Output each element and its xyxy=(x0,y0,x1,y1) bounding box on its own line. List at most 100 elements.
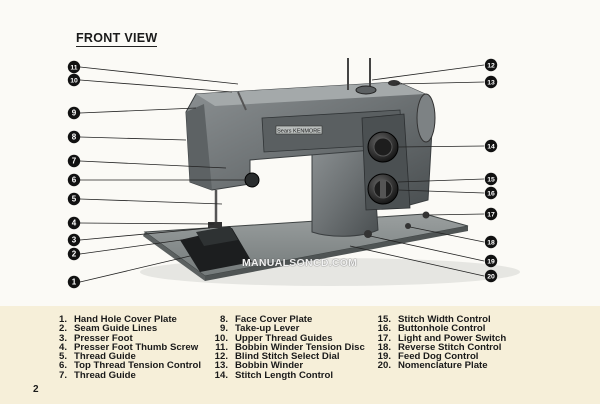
legend-item-label: Nomenclature Plate xyxy=(398,360,488,372)
legend-item: 16.Buttonhole Control xyxy=(368,323,506,335)
legend-item-number: 13. xyxy=(214,360,228,372)
callout-layer: 11 10 9 8 7 6 5 4 3 2 1 12 13 14 15 16 17 18 19 20 xyxy=(67,58,498,289)
legend-item-number: 2. xyxy=(58,323,67,335)
legend-item-number: 10. xyxy=(214,332,228,344)
legend-item-label: Feed Dog Control xyxy=(398,351,479,363)
legend-item: 20. Nomenclature Plate xyxy=(368,360,506,372)
callout-number: 1 xyxy=(72,278,77,287)
presser-foot xyxy=(208,222,222,228)
sewing-machine-illustration: Sears KENMORE xyxy=(140,58,520,286)
legend-item-label: Presser Foot Thumb Screw xyxy=(74,341,199,353)
callout-number: 11 xyxy=(70,65,77,72)
page-title: FRONT VIEW xyxy=(76,31,158,47)
callout-marker xyxy=(484,269,498,283)
callout-number: 10 xyxy=(70,78,78,85)
callout-number: 14 xyxy=(487,144,495,151)
legend-item-label: Thread Guide xyxy=(74,369,136,381)
legend-item: 9.Take-up Lever xyxy=(205,323,365,335)
callout-number: 12 xyxy=(487,63,495,70)
legend-item: 10. Upper Thread Guides xyxy=(205,332,365,344)
legend-item-number: 18. xyxy=(377,341,391,353)
base-plate-edge xyxy=(143,232,205,281)
face-cover-plate xyxy=(186,104,212,190)
callout-number: 13 xyxy=(487,80,495,87)
bobbin-winder xyxy=(388,80,400,86)
legend-item: 8.Face Cover Plate xyxy=(205,314,365,325)
legend-item-label: Bobbin Winder xyxy=(235,360,304,372)
legend-item-label: Take-up Lever xyxy=(235,323,300,335)
legend-item-number: 6. xyxy=(58,360,67,372)
callout-number: 20 xyxy=(487,274,495,281)
callout-marker xyxy=(484,186,498,200)
legend-item-label: Thread Guide xyxy=(74,351,136,363)
callout-marker xyxy=(484,254,498,268)
take-up-lever xyxy=(237,91,247,111)
legend-item: 1.Hand Hole Cover Plate xyxy=(44,314,201,325)
legend-item: 13. Bobbin Winder xyxy=(205,360,365,372)
legend-item-label: Stitch Width Control xyxy=(398,314,491,325)
callout-number: 17 xyxy=(487,212,495,219)
light-power-switch xyxy=(422,211,430,219)
legend-item-number: 11. xyxy=(215,341,228,353)
callout-number: 18 xyxy=(487,240,495,247)
svg-text:Sears KENMORE: Sears KENMORE xyxy=(277,129,321,135)
legend-item-label: Top Thread Tension Control xyxy=(74,360,202,372)
legend-item-label: Bobbin Winder Tension Disc xyxy=(235,341,365,353)
callouts-left: 11 10 9 8 7 6 5 4 3 2 1 xyxy=(67,60,81,289)
legend-item-label: Presser Foot xyxy=(74,332,133,344)
callout-number: 7 xyxy=(72,157,77,166)
callout-number: 6 xyxy=(72,176,77,185)
callout-marker xyxy=(67,233,81,247)
callout-marker xyxy=(67,192,81,206)
callout-marker xyxy=(484,207,498,221)
callout-number: 3 xyxy=(72,236,77,245)
legend-item-number: 4. xyxy=(58,341,67,353)
legend-item-number: 12. xyxy=(214,351,228,363)
legend-item-number: 17. xyxy=(377,332,391,344)
legend-item: 4. Presser Foot Thumb Screw xyxy=(44,341,201,353)
legend-item-number: 1. xyxy=(58,314,67,325)
legend-item: 17.Light and Power Switch xyxy=(368,332,507,344)
callout-marker xyxy=(484,58,498,72)
needle-plate xyxy=(196,226,238,246)
legend-item-label: Upper Thread Guides xyxy=(235,332,333,344)
callout-number: 2 xyxy=(72,250,77,259)
callout-marker xyxy=(67,275,81,289)
callout-marker xyxy=(67,216,81,230)
legend-item-number: 16. xyxy=(377,323,391,335)
legend-item: 6. Top Thread Tension Control xyxy=(44,360,202,372)
legend-item-label: Reverse Stitch Control xyxy=(398,341,502,353)
legend-item-number: 14. xyxy=(214,369,228,381)
callout-number: 9 xyxy=(72,109,77,118)
legend-item-number: 8. xyxy=(219,314,228,325)
legend-item-label: Blind Stitch Select Dial xyxy=(235,351,340,363)
callout-marker xyxy=(484,235,498,249)
callout-marker xyxy=(67,106,81,120)
legend-item: 18. Reverse Stitch Control xyxy=(368,341,506,353)
legend-item: 12. Blind Stitch Select Dial xyxy=(205,351,365,363)
callout-number: 15 xyxy=(487,177,495,184)
callout-marker xyxy=(67,130,81,144)
legend-item: 7.Thread Guide xyxy=(44,369,201,381)
legend-item-number: 20. xyxy=(377,360,391,372)
base-plate-front xyxy=(205,226,468,281)
nomenclature-plate xyxy=(275,125,323,135)
callout-marker xyxy=(67,73,81,87)
callout-number: 16 xyxy=(487,191,495,198)
callout-marker xyxy=(484,172,498,186)
legend-item: 19. Feed Dog Control xyxy=(368,351,506,363)
callout-number: 19 xyxy=(487,259,495,266)
legend-item-number: 19. xyxy=(377,351,391,363)
hand-wheel xyxy=(416,93,436,143)
legend-item: 2.Seam Guide Lines xyxy=(44,323,201,335)
callout-marker xyxy=(484,75,498,89)
callout-number: 5 xyxy=(72,195,77,204)
callout-number: 8 xyxy=(72,133,77,142)
legend-item: 5.Thread Guide xyxy=(44,351,201,363)
legend-item: 3.Presser Foot xyxy=(44,332,201,344)
callout-number: 4 xyxy=(72,219,77,228)
